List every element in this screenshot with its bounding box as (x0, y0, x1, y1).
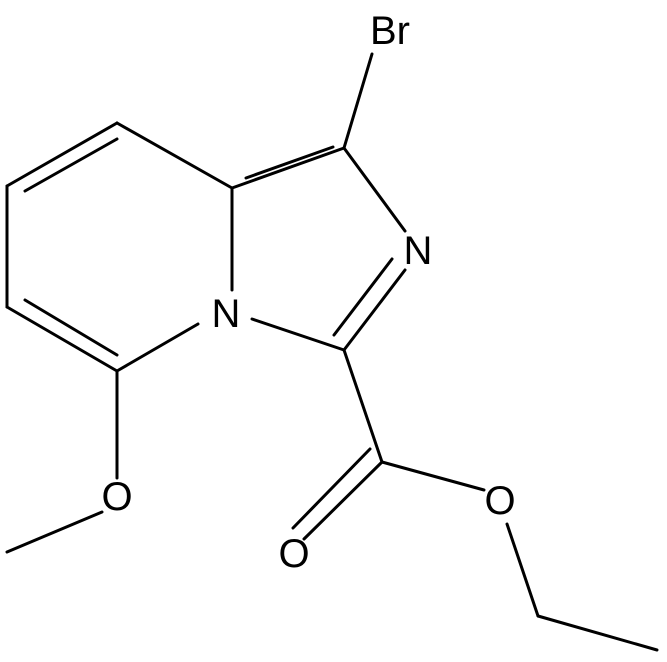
bond-c3-carbonyl-c-single (342, 348, 384, 464)
atom-label-group: Br N N O O O (101, 9, 515, 576)
bond-c5-c6-double-outer (5, 305, 119, 373)
atom-label-bromine: Br (370, 9, 410, 53)
atom-label-ester-oxygen: O (484, 479, 515, 523)
bond-c1-br-single (342, 52, 374, 150)
bond-c5-c6-double-inner (23, 298, 119, 357)
bond-ester-o-ch2-single (505, 522, 540, 618)
bond-c5-n4-single (115, 322, 200, 373)
atom-label-carbonyl-oxygen: O (278, 532, 309, 576)
atom-label-nitrogen-bridge: N (212, 292, 241, 336)
bond-c8-c8a-single (115, 121, 234, 190)
bond-n2-c3-double-outer (342, 268, 407, 352)
bond-carbonyl-c-ester-o-single (380, 460, 486, 492)
bond-n2-c3-double-inner (332, 257, 394, 337)
bond-c3-n4-single (250, 317, 346, 352)
atom-label-methoxy-oxygen: O (101, 475, 132, 519)
bond-o-methyl-single (5, 510, 104, 554)
bond-carbonyl-double-inner (291, 447, 372, 530)
bond-c7-c8-double-inner (23, 137, 119, 193)
bond-carbonyl-double-outer (302, 460, 384, 541)
atom-label-nitrogen-top: N (404, 229, 433, 273)
bond-group (5, 52, 659, 652)
bond-ch2-ch3-single (536, 614, 659, 652)
bond-c1-n2-single (342, 146, 407, 233)
bond-c7-c8-double-outer (5, 121, 119, 188)
bond-c8a-c1-double-outer (230, 146, 346, 190)
bond-c8a-c1-double-inner (244, 145, 335, 180)
